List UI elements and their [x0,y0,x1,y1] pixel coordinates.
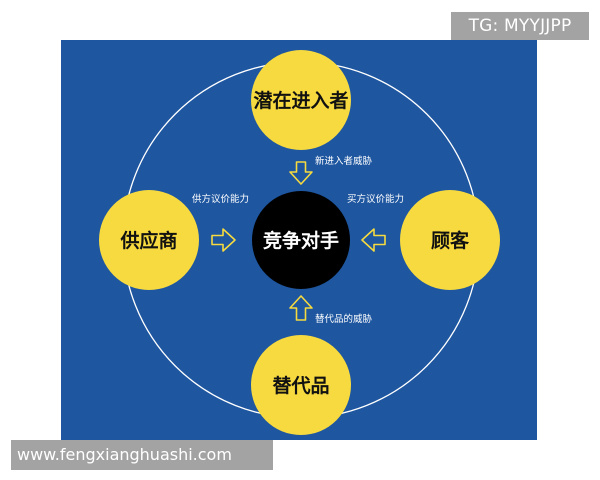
arrow-right-icon [211,228,236,252]
url-watermark: www.fengxianghuashi.com [11,440,273,470]
node-suppliers-circle [99,190,199,290]
tg-watermark: TG: MYYJJPP [451,12,589,40]
force-label-substitutes: 替代品的威胁 [315,313,373,325]
arrow-left-icon [361,228,386,252]
node-potential-entrants-label: 潜在进入者 [253,89,348,112]
node-customers-circle [400,190,500,290]
force-label-supplier-power: 供方议价能力 [192,193,249,205]
arrow-up-icon [289,295,313,321]
node-potential-entrants-circle [251,50,351,150]
node-substitutes: 替代品 [251,335,351,435]
node-competitors-label: 竞争对手 [263,229,339,252]
arrow-down-icon [289,161,313,185]
node-substitutes-circle [251,335,351,435]
node-competitors: 竞争对手 [252,191,350,289]
node-customers-label: 顾客 [431,229,470,252]
node-customers: 顾客 [400,190,500,290]
node-suppliers-label: 供应商 [119,229,177,252]
five-forces-diagram: 潜在进入者 供应商 顾客 替代品 竞争对手 新进入 [61,40,537,440]
node-competitors-circle [252,191,350,289]
force-label-buyer-power: 买方议价能力 [347,193,404,205]
node-suppliers: 供应商 [99,190,199,290]
node-potential-entrants: 潜在进入者 [251,50,351,150]
node-substitutes-label: 替代品 [272,374,329,397]
force-label-new-entrants: 新进入者威胁 [315,155,373,167]
